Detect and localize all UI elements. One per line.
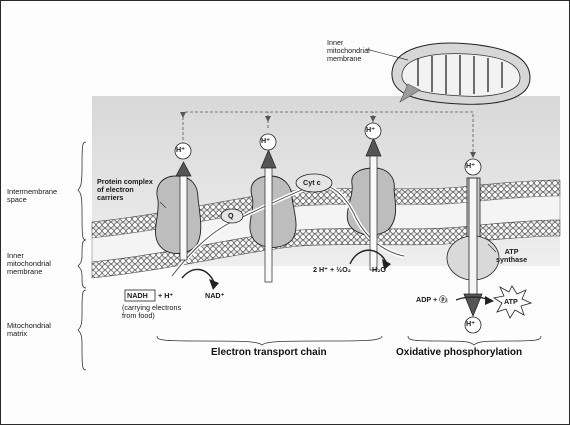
label-protein-complex: Protein complex of electron carriers	[97, 178, 153, 201]
carrying-electrons-label: (carrying electrons from food)	[122, 304, 181, 320]
label-intermembrane-space: Intermembrane space	[7, 188, 57, 204]
nadh-label: NADH	[127, 292, 148, 300]
label-atp-synthase: ATP synthase	[496, 248, 527, 264]
label-inner-mitochondrial-membrane: Inner mitochondrial membrane	[7, 252, 51, 276]
h-plus-label-3: H⁺	[366, 126, 375, 134]
caption-electron-transport-chain: Electron transport chain	[211, 348, 327, 359]
h-plus-label-4: H⁺	[466, 162, 475, 170]
label-mitochondrial-matrix: Mitochondrial matrix	[7, 322, 51, 338]
plus-h-label: + H⁺	[158, 292, 173, 300]
h-plus-label-2: H⁺	[261, 137, 270, 145]
caption-oxidative-phosphorylation: Oxidative phosphorylation	[396, 348, 522, 359]
section-braces	[157, 336, 541, 345]
region-braces	[78, 142, 86, 370]
h-plus-label-5: H⁺	[466, 320, 475, 328]
cyt-c-label: Cyt c	[303, 179, 321, 187]
adp-pi-label: ADP + ⓟᵢ	[416, 296, 447, 304]
h-plus-label-1: H⁺	[176, 146, 185, 154]
complex-i	[155, 176, 200, 254]
water-reaction-label: 2 H⁺ + ½O₂	[313, 266, 351, 274]
atp-label: ATP	[504, 298, 518, 306]
q-label: Q	[228, 212, 234, 220]
label-inner-membrane-callout: Inner mitochondrial membrane	[327, 39, 370, 62]
nad-plus-label: NAD⁺	[205, 292, 224, 300]
mitochondrion-illustration	[392, 43, 530, 104]
water-label: H₂O	[372, 266, 386, 274]
